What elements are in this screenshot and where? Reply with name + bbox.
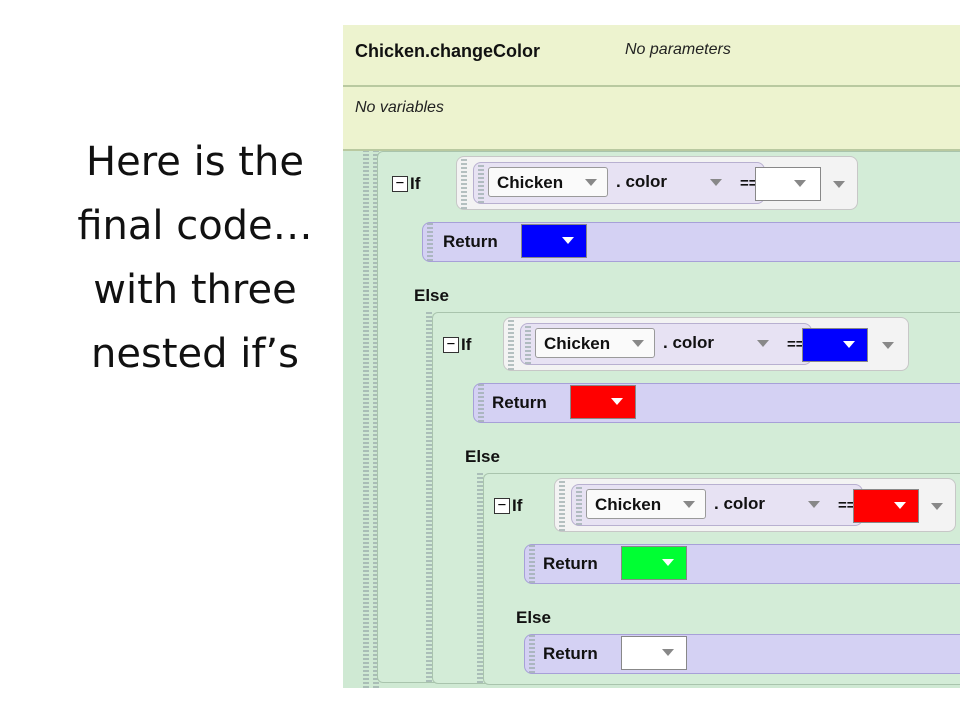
collapse-icon[interactable]: − xyxy=(392,176,408,192)
method-editor: Chicken.changeColor No parameters No var… xyxy=(343,25,960,688)
chevron-down-icon[interactable] xyxy=(632,340,644,347)
else-keyword: Else xyxy=(465,447,500,466)
comparison-expr[interactable]: Chicken . color == xyxy=(473,162,765,204)
if-block-1[interactable]: − If Chicken . color == xyxy=(377,151,960,685)
chevron-down-icon[interactable] xyxy=(585,179,597,186)
chevron-down-icon[interactable] xyxy=(662,559,674,566)
method-params[interactable]: No parameters xyxy=(625,41,731,58)
if-block-2[interactable]: − If Chicken . color == xyxy=(432,312,960,685)
chevron-down-icon[interactable] xyxy=(894,502,906,509)
comparison-expr[interactable]: Chicken . color == xyxy=(571,484,863,526)
if-keyword: If xyxy=(410,174,421,193)
drag-grip[interactable] xyxy=(426,312,432,682)
object-dropdown[interactable]: Chicken xyxy=(535,328,655,358)
return-keyword: Return xyxy=(543,644,598,663)
variables-row: No variables xyxy=(343,87,960,151)
collapse-icon[interactable]: − xyxy=(443,337,459,353)
caption-line-1: Here is the xyxy=(86,139,304,185)
chevron-down-icon[interactable] xyxy=(833,181,845,188)
drag-grip-outer-2[interactable] xyxy=(373,151,379,688)
drag-grip[interactable] xyxy=(525,324,531,364)
return-keyword: Return xyxy=(543,554,598,573)
object-label: Chicken xyxy=(497,173,564,192)
drag-grip-outer[interactable] xyxy=(363,151,369,688)
caption-line-2: final code… xyxy=(77,203,313,249)
if-block-3[interactable]: − If Chicken . color == xyxy=(483,473,960,685)
return-color-dropdown[interactable] xyxy=(521,224,587,258)
slide-caption: Here is the final code… with three neste… xyxy=(40,130,350,386)
drag-grip[interactable] xyxy=(427,223,433,261)
method-body: − If Chicken . color == xyxy=(343,151,960,688)
drag-grip[interactable] xyxy=(559,479,565,531)
collapse-icon[interactable]: − xyxy=(494,498,510,514)
drag-grip[interactable] xyxy=(477,473,483,683)
equals-operator: == xyxy=(787,336,805,353)
chevron-down-icon[interactable] xyxy=(683,501,695,508)
chevron-down-icon[interactable] xyxy=(808,501,820,508)
if-condition-3[interactable]: Chicken . color == xyxy=(554,478,956,532)
chevron-down-icon[interactable] xyxy=(843,341,855,348)
object-dropdown[interactable]: Chicken xyxy=(586,489,706,519)
chevron-down-icon[interactable] xyxy=(931,503,943,510)
equals-operator: == xyxy=(740,175,758,192)
object-label: Chicken xyxy=(544,334,611,353)
variables-label[interactable]: No variables xyxy=(355,99,444,116)
object-label: Chicken xyxy=(595,495,662,514)
if-keyword: If xyxy=(461,335,472,354)
return-block-final[interactable]: Return xyxy=(524,634,960,674)
drag-grip[interactable] xyxy=(508,318,514,370)
compare-color-dropdown[interactable] xyxy=(853,489,919,523)
drag-grip[interactable] xyxy=(529,635,535,673)
else-keyword: Else xyxy=(414,286,449,305)
return-color-dropdown[interactable] xyxy=(621,636,687,670)
return-block-1[interactable]: Return xyxy=(422,222,960,262)
property-label: . color xyxy=(663,333,715,352)
chevron-down-icon[interactable] xyxy=(882,342,894,349)
if-condition-2[interactable]: Chicken . color == xyxy=(503,317,909,371)
chevron-down-icon[interactable] xyxy=(757,340,769,347)
caption-line-4: nested if’s xyxy=(91,331,299,377)
method-header: Chicken.changeColor No parameters xyxy=(343,25,960,87)
drag-grip[interactable] xyxy=(478,384,484,422)
return-color-dropdown[interactable] xyxy=(621,546,687,580)
drag-grip[interactable] xyxy=(478,163,484,203)
return-color-dropdown[interactable] xyxy=(570,385,636,419)
return-block-2[interactable]: Return xyxy=(473,383,960,423)
else-keyword: Else xyxy=(516,608,551,627)
drag-grip[interactable] xyxy=(461,157,467,209)
return-keyword: Return xyxy=(492,393,547,412)
equals-operator: == xyxy=(838,497,856,514)
chevron-down-icon[interactable] xyxy=(562,237,574,244)
comparison-expr[interactable]: Chicken . color == xyxy=(520,323,812,365)
property-label: . color xyxy=(714,494,766,513)
if-condition-1[interactable]: Chicken . color == xyxy=(456,156,858,210)
if-keyword: If xyxy=(512,496,523,515)
chevron-down-icon[interactable] xyxy=(662,649,674,656)
return-keyword: Return xyxy=(443,232,498,251)
drag-grip[interactable] xyxy=(576,485,582,525)
compare-color-dropdown[interactable] xyxy=(755,167,821,201)
caption-line-3: with three xyxy=(93,267,297,313)
return-block-3[interactable]: Return xyxy=(524,544,960,584)
chevron-down-icon[interactable] xyxy=(611,398,623,405)
chevron-down-icon[interactable] xyxy=(710,179,722,186)
compare-color-dropdown[interactable] xyxy=(802,328,868,362)
method-name: Chicken.changeColor xyxy=(355,41,541,61)
object-dropdown[interactable]: Chicken xyxy=(488,167,608,197)
chevron-down-icon[interactable] xyxy=(794,180,806,187)
drag-grip[interactable] xyxy=(529,545,535,583)
property-label: . color xyxy=(616,172,668,191)
